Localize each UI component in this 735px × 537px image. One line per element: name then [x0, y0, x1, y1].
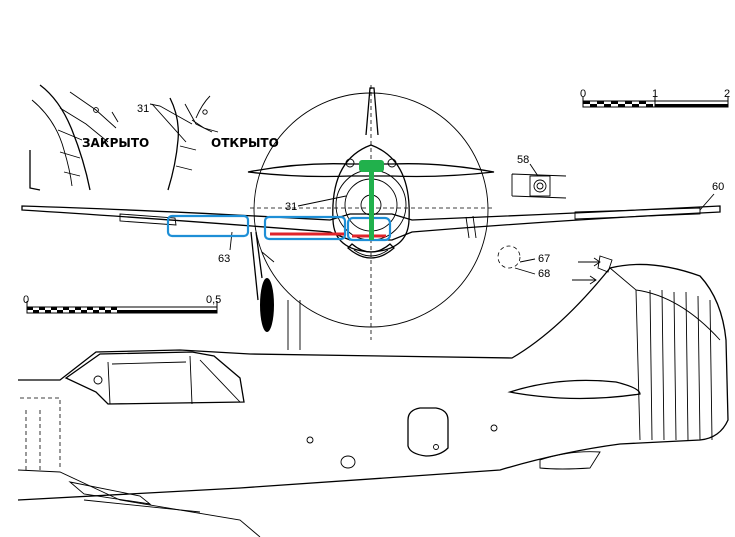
detail-67-circle: [497, 245, 521, 269]
fuselage-outline: [17, 263, 729, 501]
access-panel: [407, 407, 449, 457]
scale-large-tick-1: 1: [652, 88, 658, 100]
open-label: ОТКРЫТО: [211, 136, 279, 150]
callout-31-inset: 31: [137, 103, 149, 115]
side-view-fuselage: [17, 263, 729, 537]
callout-58: 58: [517, 154, 529, 166]
canopy: [64, 351, 245, 405]
callout-67: 67: [538, 253, 550, 265]
cowl-flap-inset: [29, 84, 219, 191]
detail-58: [511, 163, 567, 199]
closed-label: ЗАКРЫТО: [82, 136, 149, 150]
highlight-box-left: [166, 214, 250, 238]
scale-bar-large: [582, 97, 729, 108]
highlight-box-center: [263, 215, 347, 241]
highlight-overlays: [166, 160, 392, 242]
oil-cooler-intake: [347, 243, 395, 259]
scale-large-tick-2: 2: [724, 88, 730, 100]
callout-31-main: 31: [285, 201, 297, 213]
scale-bar-small: [26, 301, 218, 314]
engine-cowling: [332, 144, 410, 253]
scale-small-tick-0: 0: [23, 294, 29, 306]
callout-68: 68: [538, 268, 550, 280]
wings: [21, 205, 721, 241]
vertical-fin: [365, 87, 379, 136]
landing-gear-strut: [250, 231, 259, 301]
landing-gear-wheel: [260, 278, 274, 332]
callout-60: 60: [712, 181, 724, 193]
green-marker-stem: [369, 170, 374, 240]
scale-large-tick-0: 0: [580, 88, 586, 100]
scale-small-tick-1: 0,5: [206, 294, 221, 306]
horizontal-stabilizer: [247, 163, 495, 178]
side-stabilizer: [507, 379, 641, 400]
callout-63: 63: [218, 253, 230, 265]
green-marker-head: [359, 160, 384, 172]
